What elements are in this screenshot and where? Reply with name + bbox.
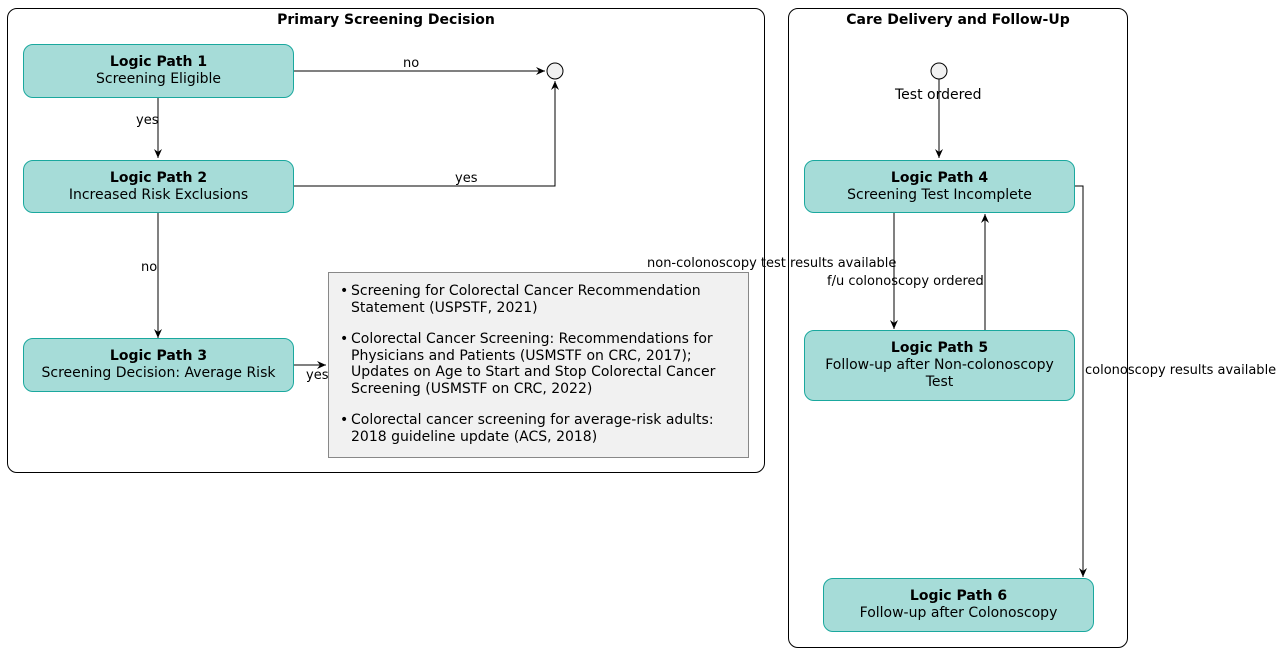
- node-title: Logic Path 6: [909, 588, 1008, 604]
- node-subtitle: Follow-up after Non-colonoscopy Test: [825, 357, 1054, 390]
- node-subtitle: Screening Test Incomplete: [847, 186, 1032, 203]
- node-subtitle: Increased Risk Exclusions: [68, 186, 249, 203]
- node-title: Logic Path 3: [109, 348, 208, 364]
- edge-label-lp4-lp6: colonoscopy results available: [1085, 363, 1277, 378]
- guideline-item: Colorectal Cancer Screening: Recommendat…: [340, 331, 738, 397]
- cluster-title-primary: Primary Screening Decision: [277, 12, 495, 28]
- guideline-item: Screening for Colorectal Cancer Recommen…: [340, 283, 738, 316]
- guideline-list: Screening for Colorectal Cancer Recommen…: [339, 283, 738, 445]
- logic-path-3-node[interactable]: Logic Path 3 Screening Decision: Average…: [23, 338, 294, 392]
- edge-label-lp2-end: yes: [455, 171, 478, 186]
- edge-label-lp1-end: no: [403, 56, 420, 71]
- node-subtitle: Follow-up after Colonoscopy: [859, 605, 1058, 621]
- start-terminal: [930, 62, 948, 80]
- edge-label-lp3-note: yes: [306, 368, 329, 383]
- edge-label-start-lp4: Test ordered: [895, 87, 982, 103]
- logic-path-4-node[interactable]: Logic Path 4 Screening Test Incomplete: [804, 160, 1075, 213]
- node-subtitle: Screening Decision: Average Risk: [41, 365, 276, 381]
- node-title: Logic Path 2: [109, 169, 208, 186]
- logic-path-6-node[interactable]: Logic Path 6 Follow-up after Colonoscopy: [823, 578, 1094, 632]
- node-title: Logic Path 4: [890, 169, 989, 186]
- end-terminal: [546, 62, 564, 80]
- edge-lp2-end: [293, 81, 559, 187]
- cluster-primary-screening: Primary Screening Decision: [7, 8, 765, 473]
- cluster-care-delivery: Care Delivery and Follow-Up: [788, 8, 1128, 648]
- guideline-note: Screening for Colorectal Cancer Recommen…: [328, 272, 749, 458]
- edge-label-lp5-lp4: f/u colonoscopy ordered: [827, 274, 984, 289]
- logic-path-1-node[interactable]: Logic Path 1 Screening Eligible: [23, 44, 294, 98]
- cluster-title-care: Care Delivery and Follow-Up: [846, 12, 1070, 28]
- edge-lp4-lp6: [1074, 185, 1087, 577]
- edge-label-lp1-lp2: yes: [136, 113, 159, 128]
- guideline-item: Colorectal cancer screening for average-…: [340, 412, 738, 445]
- logic-path-5-node[interactable]: Logic Path 5 Follow-up after Non-colonos…: [804, 330, 1075, 401]
- edge-label-lp4-lp5: non-colonoscopy test results available: [647, 256, 897, 271]
- edge-label-lp2-lp3: no: [141, 260, 158, 275]
- node-title: Logic Path 1: [109, 54, 208, 70]
- node-title: Logic Path 5: [890, 340, 989, 356]
- node-subtitle: Screening Eligible: [95, 71, 222, 87]
- logic-path-2-node[interactable]: Logic Path 2 Increased Risk Exclusions: [23, 160, 294, 213]
